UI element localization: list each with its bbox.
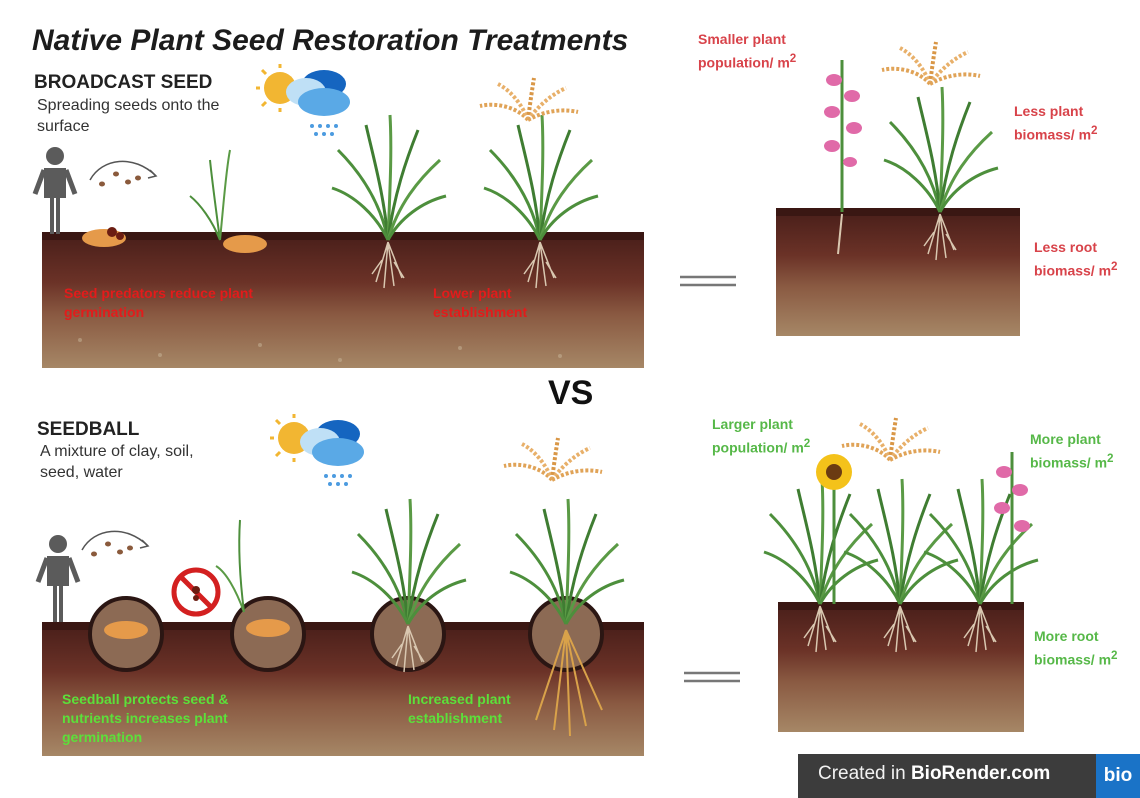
grass-plant-icon-out-b1: [762, 477, 880, 606]
snapdragon-icon-top: [824, 60, 862, 255]
person-icon-bottom: [38, 535, 78, 622]
broadcast-heading: BROADCAST SEED: [34, 72, 213, 93]
biorender-credit[interactable]: Created in BioRender.com: [818, 763, 1051, 784]
biorender-footer[interactable]: [798, 754, 1140, 798]
seed-toss-icon-bottom: [81, 530, 149, 558]
label-seedball-protects: Seedball protects seed & nutrients incre…: [62, 691, 229, 745]
label-increased-establishment: Increased plant establishment: [408, 691, 511, 726]
grass-plant-icon-out-b3: [922, 477, 1040, 606]
broadcast-description: Spreading seeds onto the surface: [37, 97, 220, 135]
grass-plant-icon-bottom-1: [350, 497, 468, 626]
outcome-less-root-biomass: Less root biomass/ m2: [1034, 239, 1118, 279]
seed-toss-icon-top: [89, 160, 157, 188]
grass-plant-icon-top-2: [482, 113, 600, 242]
broadcast-soil-strip: [42, 232, 644, 368]
outcome-more-plant-biomass: More plant biomass/ m2: [1030, 431, 1114, 471]
seedhead-icon-out-bottom: [840, 416, 942, 462]
seedhead-icon-out-top: [880, 40, 982, 86]
snapdragon-icon-bottom: [994, 452, 1030, 604]
sunflower-icon: [816, 454, 852, 604]
outcome-smaller-population: Smaller plant population/ m2: [698, 31, 797, 71]
seedling-icon-top: [189, 149, 231, 241]
seedhead-icon-top: [478, 76, 580, 122]
grass-plant-icon-top-1: [330, 113, 448, 242]
no-predator-icon: [171, 567, 221, 617]
person-icon-top: [35, 147, 75, 234]
seedhead-icon-bottom: [502, 436, 604, 482]
label-lower-establishment: Lower plant establishment: [433, 285, 528, 320]
seedball-description: A mixture of clay, soil, seed, water: [40, 443, 194, 481]
biorender-logo[interactable]: bio: [1096, 754, 1140, 798]
weather-icon-bottom: [268, 412, 366, 488]
page-title: Native Plant Seed Restoration Treatments: [32, 24, 629, 57]
equals-icon-top: [680, 275, 736, 287]
grass-plant-icon-bottom-2: [508, 497, 626, 626]
grass-plant-icon-out-b2: [842, 477, 960, 606]
label-seed-predators: Seed predators reduce plant germination: [64, 285, 254, 320]
outcome-soil-top: [776, 208, 1020, 336]
outcome-less-plant-biomass: Less plant biomass/ m2: [1014, 103, 1098, 143]
outcome-more-root-biomass: More root biomass/ m2: [1034, 628, 1118, 668]
seedball-heading: SEEDBALL: [37, 419, 140, 440]
weather-icon-top: [254, 62, 352, 138]
deep-roots-icon: [535, 629, 603, 737]
seeds-with-ants-icon: [82, 227, 267, 253]
grass-plant-icon-out-top: [882, 85, 1000, 214]
outcome-larger-population: Larger plant population/ m2: [712, 416, 811, 456]
vs-label: VS: [548, 374, 594, 412]
seedling-icon-bottom: [215, 519, 245, 613]
equals-icon-bottom: [684, 671, 740, 683]
